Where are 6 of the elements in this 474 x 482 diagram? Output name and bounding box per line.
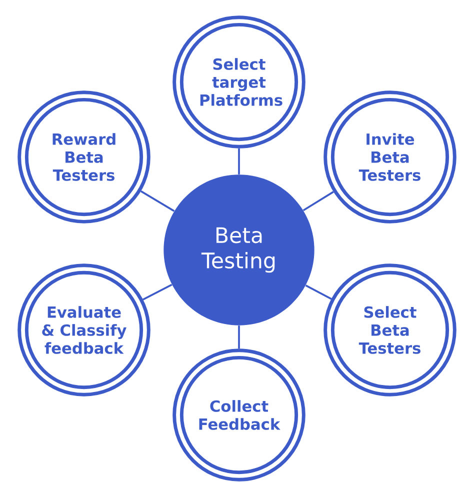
connector-line xyxy=(305,284,332,300)
connector-line xyxy=(238,148,240,174)
connector-line xyxy=(302,191,334,212)
connector-line xyxy=(140,190,175,212)
connector-line xyxy=(238,326,240,349)
connector-line xyxy=(142,284,172,300)
